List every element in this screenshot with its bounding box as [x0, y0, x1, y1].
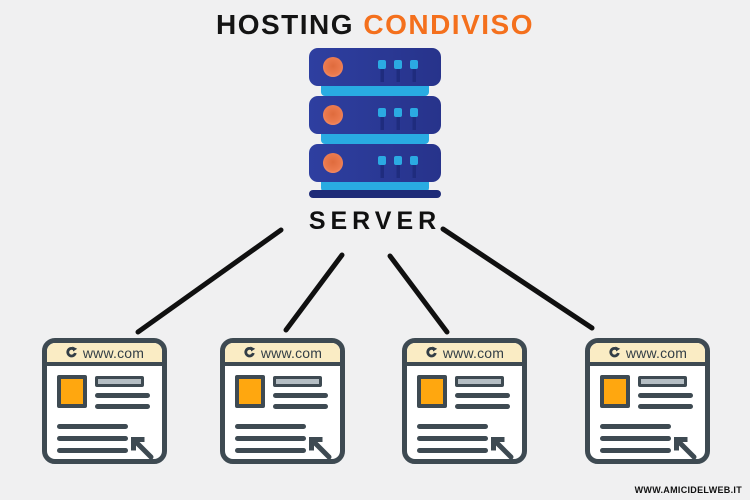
- watermark: WWW.AMICIDELWEB.IT: [634, 485, 742, 495]
- text-line: [273, 393, 328, 398]
- text-line: [455, 404, 510, 409]
- website-url: www.com: [260, 344, 323, 361]
- heading-placeholder: [95, 376, 145, 387]
- text-line: [235, 436, 307, 441]
- image-placeholder: [417, 375, 447, 408]
- server-knob: [323, 57, 343, 77]
- cursor-arrow-icon: [489, 435, 516, 459]
- title-word-condiviso: CONDIVISO: [363, 9, 534, 40]
- heading-placeholder: [638, 376, 688, 387]
- heading-placeholder: [455, 376, 505, 387]
- website-url: www.com: [82, 344, 145, 361]
- text-line: [455, 393, 510, 398]
- webpage-content: [590, 366, 705, 459]
- text-line: [638, 404, 693, 409]
- server-leds: [378, 108, 418, 130]
- webpage-content: [407, 366, 522, 459]
- server-base: [309, 190, 441, 198]
- cursor-arrow-icon: [307, 435, 334, 459]
- title-space: [354, 9, 363, 40]
- title-word-hosting: HOSTING: [216, 9, 355, 40]
- connection-line-4: [440, 226, 595, 331]
- image-placeholder: [57, 375, 87, 408]
- server-knob: [323, 153, 343, 173]
- refresh-icon: [609, 346, 621, 358]
- server-knob: [323, 105, 343, 125]
- text-line: [57, 424, 129, 429]
- text-line: [600, 436, 672, 441]
- website-card-1: www.com: [42, 338, 167, 464]
- text-line: [417, 436, 489, 441]
- browser-address-bar: www.com: [225, 343, 340, 366]
- website-card-3: www.com: [402, 338, 527, 464]
- text-line: [235, 448, 307, 453]
- server-unit: [309, 96, 441, 134]
- connection-line-3: [387, 253, 450, 335]
- connection-line-1: [135, 227, 284, 335]
- webpage-content: [47, 366, 162, 459]
- refresh-icon: [426, 346, 438, 358]
- text-line: [600, 448, 672, 453]
- website-card-2: www.com: [220, 338, 345, 464]
- server-rack-icon: [307, 48, 443, 200]
- browser-address-bar: www.com: [47, 343, 162, 366]
- text-line: [95, 393, 150, 398]
- server-unit: [309, 144, 441, 182]
- server-unit: [309, 48, 441, 86]
- page-title: HOSTING CONDIVISO: [0, 9, 750, 41]
- refresh-icon: [66, 346, 78, 358]
- text-line: [638, 393, 693, 398]
- server-leds: [378, 60, 418, 82]
- image-placeholder: [235, 375, 265, 408]
- server-label: SERVER: [308, 207, 442, 235]
- heading-placeholder: [273, 376, 323, 387]
- image-placeholder: [600, 375, 630, 408]
- website-url: www.com: [625, 344, 688, 361]
- text-line: [57, 448, 129, 453]
- website-card-4: www.com: [585, 338, 710, 464]
- refresh-icon: [244, 346, 256, 358]
- text-line: [600, 424, 672, 429]
- website-url: www.com: [442, 344, 505, 361]
- cursor-arrow-icon: [129, 435, 156, 459]
- cursor-arrow-icon: [672, 435, 699, 459]
- text-line: [417, 448, 489, 453]
- text-line: [235, 424, 307, 429]
- text-line: [95, 404, 150, 409]
- server-leds: [378, 156, 418, 178]
- server-rack-svg: [309, 48, 441, 198]
- text-line: [417, 424, 489, 429]
- browser-address-bar: www.com: [590, 343, 705, 366]
- text-line: [57, 436, 129, 441]
- webpage-content: [225, 366, 340, 459]
- text-line: [273, 404, 328, 409]
- browser-address-bar: www.com: [407, 343, 522, 366]
- connection-line-2: [283, 252, 345, 333]
